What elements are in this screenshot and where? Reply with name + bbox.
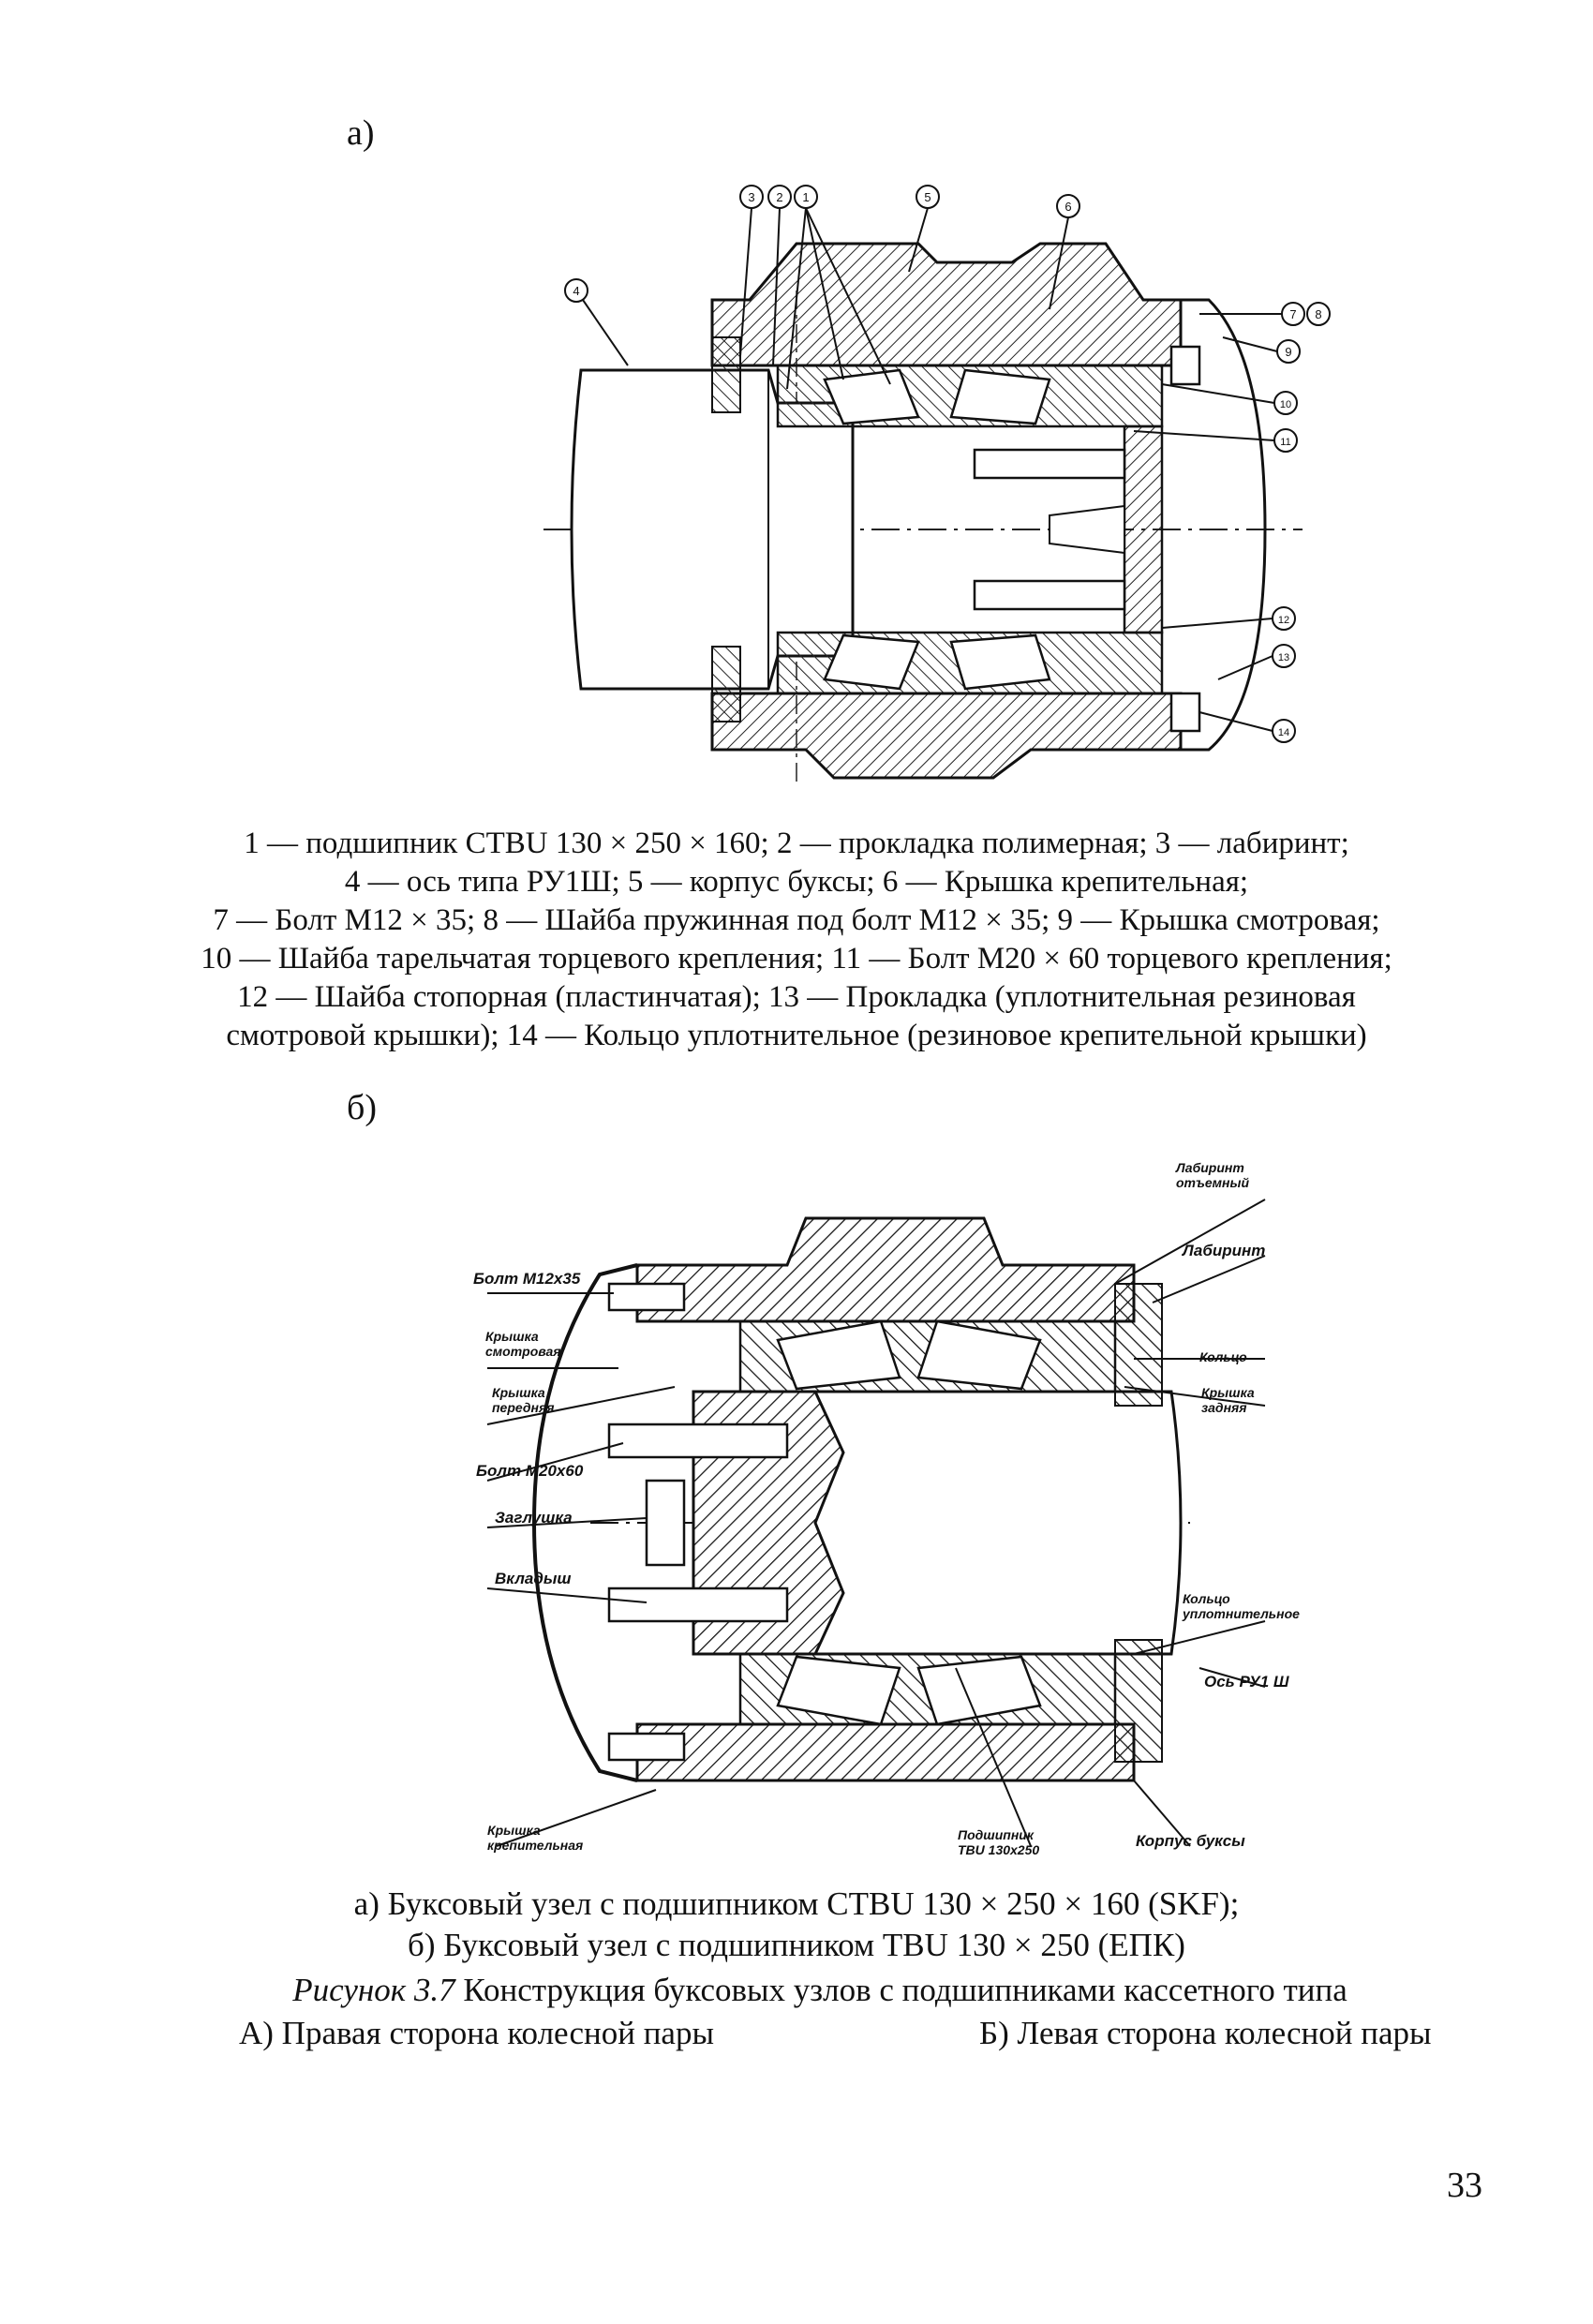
label-seal-ring-line2: уплотнительное xyxy=(1183,1606,1300,1621)
caption-b: б) Буксовый узел с подшипником TBU 130 ×… xyxy=(408,1927,1185,1963)
figure-number: Рисунок 3.7 xyxy=(292,1972,455,2008)
callout-8: 8 xyxy=(1315,307,1321,321)
figure-a-drawing: 3 2 1 5 4 6 7 8 9 10 11 12 13 14 xyxy=(543,185,1331,787)
legend-line: 1 — подшипник CTBU 130 × 250 × 160; 2 — … xyxy=(244,827,1349,860)
label-plug: Заглушка xyxy=(495,1509,573,1527)
label-cover-front-line2: передняя xyxy=(492,1400,555,1415)
label-ring: Кольцо xyxy=(1199,1349,1247,1364)
caption-a: а) Буксовый узел с подшипником CTBU 130 … xyxy=(353,1885,1240,1922)
label-seal-ring-line1: Кольцо xyxy=(1183,1591,1230,1606)
callout-3: 3 xyxy=(748,190,754,204)
callout-7: 7 xyxy=(1289,307,1296,321)
callout-14: 14 xyxy=(1278,727,1289,738)
callout-12: 12 xyxy=(1278,615,1289,626)
legend-line: 4 — ось типа РУ1Ш; 5 — корпус буксы; 6 —… xyxy=(344,865,1249,899)
label-cover-view: Крышка смотровая xyxy=(485,1329,561,1359)
label-cover-view-line2: смотровая xyxy=(485,1344,561,1359)
label-bearing: Подшипник TBU 130х250 xyxy=(958,1827,1039,1857)
label-labyrinth-removable: Лабиринт отъемный xyxy=(1176,1160,1249,1190)
label-housing: Корпус буксы xyxy=(1136,1832,1245,1850)
label-seal-ring: Кольцо уплотнительное xyxy=(1183,1591,1300,1621)
label-labyrinth: Лабиринт xyxy=(1183,1242,1266,1259)
label-cover-fix-line2: крепительная xyxy=(487,1838,584,1853)
callout-5: 5 xyxy=(924,190,930,204)
label-cover-fix-line1: Крышка xyxy=(487,1823,541,1838)
callout-6: 6 xyxy=(1064,200,1071,214)
callout-11: 11 xyxy=(1280,437,1290,448)
label-bolt-m12: Болт М12х35 xyxy=(473,1270,581,1288)
legend-line: 12 — Шайба стопорная (пластинчатая); 13 … xyxy=(237,980,1356,1014)
label-bearing-line1: Подшипник xyxy=(958,1827,1034,1842)
label-cover-view-line1: Крышка xyxy=(485,1329,539,1344)
label-bearing-line2: TBU 130х250 xyxy=(958,1842,1040,1857)
side-right: А) Правая сторона колесной пары xyxy=(239,2015,714,2051)
side-left: Б) Левая сторона колесной пары xyxy=(979,2015,1432,2051)
callout-10: 10 xyxy=(1280,399,1291,410)
label-cover-rear-line1: Крышка xyxy=(1201,1385,1255,1400)
label-cover-fix: Крышка крепительная xyxy=(487,1823,583,1853)
legend-line: смотровой крышки); 14 — Кольцо уплотните… xyxy=(226,1019,1367,1052)
callout-4: 4 xyxy=(573,284,579,298)
label-cover-rear: Крышка задняя xyxy=(1201,1385,1255,1415)
panel-label-a: а) xyxy=(347,113,375,153)
label-labyrinth-removable-line2: отъемный xyxy=(1176,1175,1250,1190)
figure-b-drawing xyxy=(486,1199,1266,1847)
label-bolt-m20: Болт М20х60 xyxy=(476,1462,584,1480)
label-cover-front: Крышка передняя xyxy=(492,1385,554,1415)
callout-1: 1 xyxy=(802,190,809,204)
figure-title-text: Конструкция буксовых узлов с подшипникам… xyxy=(454,1972,1347,2008)
figure-captions: а) Буксовый узел с подшипником CTBU 130 … xyxy=(187,1884,1406,1966)
page-number: 33 xyxy=(1447,2166,1482,2205)
figure-a-legend: 1 — подшипник CTBU 130 × 250 × 160; 2 — … xyxy=(169,825,1424,1055)
label-axle: Ось РУ1 Ш xyxy=(1204,1673,1289,1691)
label-cover-front-line1: Крышка xyxy=(492,1385,545,1400)
panel-label-b: б) xyxy=(347,1088,377,1127)
figure-title: Рисунок 3.7 Конструкция буксовых узлов с… xyxy=(187,1972,1452,2009)
legend-line: 7 — Болт М12 × 35; 8 — Шайба пружинная п… xyxy=(213,903,1380,937)
label-insert: Вкладыш xyxy=(495,1570,572,1587)
legend-line: 10 — Шайба тарельчатая торцевого креплен… xyxy=(201,942,1392,976)
callout-2: 2 xyxy=(776,190,782,204)
label-cover-rear-line2: задняя xyxy=(1201,1400,1247,1415)
callout-13: 13 xyxy=(1278,652,1289,663)
callout-9: 9 xyxy=(1285,345,1291,359)
label-labyrinth-removable-line1: Лабиринт xyxy=(1176,1160,1244,1175)
